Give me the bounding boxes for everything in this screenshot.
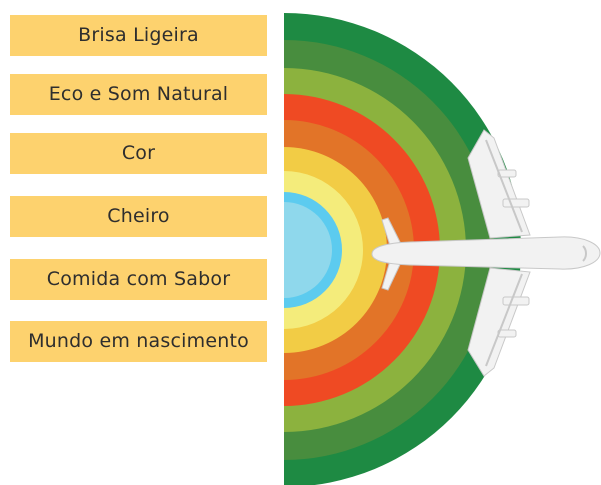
label-eco-e-som-natural: Eco e Som Natural [10,74,267,115]
label-brisa-ligeira: Brisa Ligeira [10,15,267,56]
label-comida-com-sabor: Comida com Sabor [10,259,267,300]
label-cheiro: Cheiro [10,196,267,237]
label-mundo-em-nascimento: Mundo em nascimento [10,321,267,362]
airplane-icon [371,129,601,377]
ring-group [284,13,521,485]
label-cor: Cor [10,133,267,174]
ring-9 [284,202,332,298]
